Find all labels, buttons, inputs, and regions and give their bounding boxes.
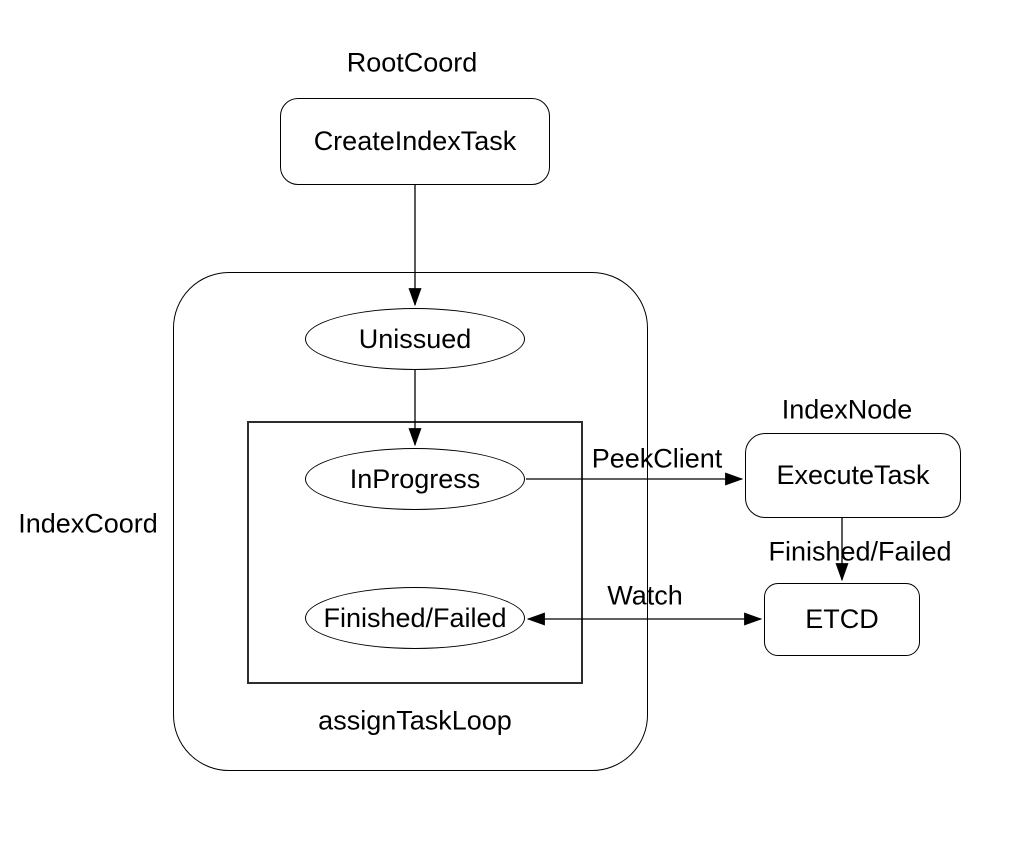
indexcoord-group-label: IndexCoord	[18, 508, 158, 539]
create-index-task-node: CreateIndexTask	[280, 98, 550, 185]
finished-failed-state-node: Finished/Failed	[305, 587, 525, 649]
indexnode-group-label: IndexNode	[781, 394, 913, 425]
watch-edge-label: Watch	[607, 580, 683, 611]
execute-task-node-label: ExecuteTask	[776, 460, 930, 490]
create-index-task-node-label: CreateIndexTask	[313, 126, 517, 156]
rootcoord-group-label: RootCoord	[346, 47, 478, 78]
finished-failed-edge-label: Finished/Failed	[768, 536, 952, 567]
peekclient-edge-label: PeekClient	[591, 443, 723, 474]
indexcoord-group-box	[173, 272, 648, 771]
etcd-node-label: ETCD	[805, 604, 879, 634]
in-progress-state-node-label: InProgress	[349, 463, 481, 494]
finished-failed-state-node-label: Finished/Failed	[323, 602, 507, 633]
etcd-node: ETCD	[764, 583, 920, 656]
unissued-state-node-label: Unissued	[358, 323, 472, 354]
assign-task-loop-group-label: assignTaskLoop	[318, 705, 512, 736]
unissued-state-node: Unissued	[305, 308, 525, 370]
in-progress-state-node: InProgress	[305, 448, 525, 510]
execute-task-node: ExecuteTask	[745, 433, 961, 518]
